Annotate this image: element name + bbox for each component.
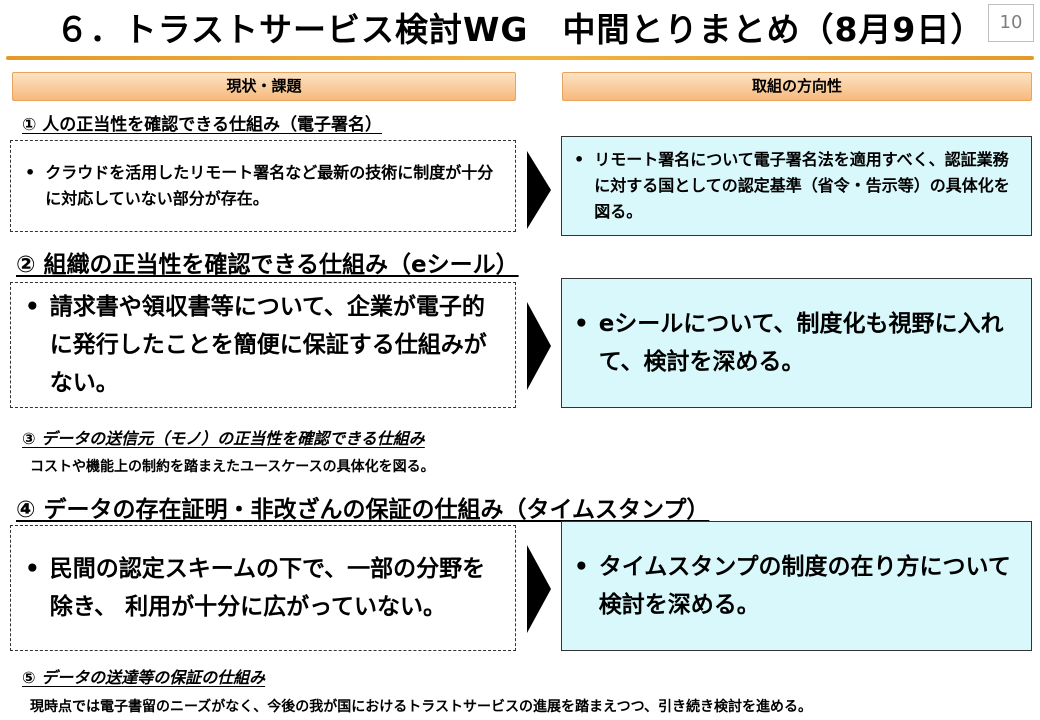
section-1-direction-text: リモート署名について電子署名法を適用すべく、認証業務に対する国としての認定基準（… bbox=[594, 150, 1010, 221]
column-header-current-issues: 現状・課題 bbox=[12, 72, 516, 101]
section-5-note: 現時点では電子書留のニーズがなく、今後の我が国におけるトラストサービスの進展を踏… bbox=[30, 699, 813, 715]
page-title: ６．トラストサービス検討WG 中間とりまとめ（8月9日） bbox=[55, 10, 985, 49]
section-2-direction-box: • eシールについて、制度化も視野に入れて、検討を深める。 bbox=[561, 278, 1032, 408]
bullet-marker: • bbox=[574, 150, 585, 169]
section-1-title: ① 人の正当性を確認できる仕組み（電子署名） bbox=[22, 115, 382, 135]
section-4-issue-box: • 民間の認定スキームの下で、一部の分野を除き、 利用が十分に広がっていない。 bbox=[10, 525, 516, 651]
section-2-issue-box: • 請求書や領収書等について、企業が電子的に発行したことを簡便に保証する仕組みが… bbox=[10, 282, 516, 408]
column-header-direction: 取組の方向性 bbox=[562, 72, 1032, 101]
title-divider bbox=[6, 56, 1034, 60]
section-2-arrow-icon bbox=[527, 302, 551, 390]
bullet-marker: • bbox=[25, 294, 40, 320]
section-3-note: コストや機能上の制約を踏まえたユースケースの具体化を図る。 bbox=[30, 459, 435, 475]
section-2-direction-text: eシールについて、制度化も視野に入れて、検討を深める。 bbox=[598, 311, 1004, 375]
bullet-item: • クラウドを活用したリモート署名など最新の技術に制度が十分に対応していない部分… bbox=[25, 160, 501, 212]
bullet-item: • 民間の認定スキームの下で、一部の分野を除き、 利用が十分に広がっていない。 bbox=[25, 550, 501, 626]
section-4-direction-box: • タイムスタンプの制度の在り方について検討を深める。 bbox=[561, 521, 1032, 651]
section-2-title: ② 組織の正当性を確認できる仕組み（eシール） bbox=[16, 252, 519, 278]
section-3-title: ③ データの送信元（モノ）の正当性を確認できる仕組み bbox=[22, 429, 425, 448]
bullet-marker: • bbox=[25, 556, 40, 582]
bullet-marker: • bbox=[25, 163, 36, 182]
section-1-arrow-icon bbox=[527, 151, 551, 229]
bullet-marker: • bbox=[574, 311, 589, 337]
section-4-issue-text: 民間の認定スキームの下で、一部の分野を除き、 利用が十分に広がっていない。 bbox=[49, 556, 486, 620]
section-4-title: ④ データの存在証明・非改ざんの保証の仕組み（タイムスタンプ） bbox=[16, 497, 710, 523]
bullet-marker: • bbox=[574, 554, 589, 580]
section-4-arrow-icon bbox=[527, 545, 551, 633]
section-1-direction-box: • リモート署名について電子署名法を適用すべく、認証業務に対する国としての認定基… bbox=[561, 136, 1032, 236]
section-2-issue-text: 請求書や領収書等について、企業が電子的に発行したことを簡便に保証する仕組みがない… bbox=[49, 294, 487, 396]
bullet-item: • タイムスタンプの制度の在り方について検討を深める。 bbox=[574, 548, 1017, 624]
bullet-item: • リモート署名について電子署名法を適用すべく、認証業務に対する国としての認定基… bbox=[574, 147, 1017, 225]
section-1-issue-text: クラウドを活用したリモート署名など最新の技術に制度が十分に対応していない部分が存… bbox=[45, 163, 494, 208]
bullet-item: • 請求書や領収書等について、企業が電子的に発行したことを簡便に保証する仕組みが… bbox=[25, 288, 501, 402]
section-5-title: ⑤ データの送達等の保証の仕組み bbox=[22, 668, 266, 687]
section-4-direction-text: タイムスタンプの制度の在り方について検討を深める。 bbox=[598, 554, 1011, 618]
bullet-item: • eシールについて、制度化も視野に入れて、検討を深める。 bbox=[574, 305, 1017, 381]
page-number-badge: 10 bbox=[988, 4, 1034, 42]
section-1-issue-box: • クラウドを活用したリモート署名など最新の技術に制度が十分に対応していない部分… bbox=[10, 140, 516, 232]
